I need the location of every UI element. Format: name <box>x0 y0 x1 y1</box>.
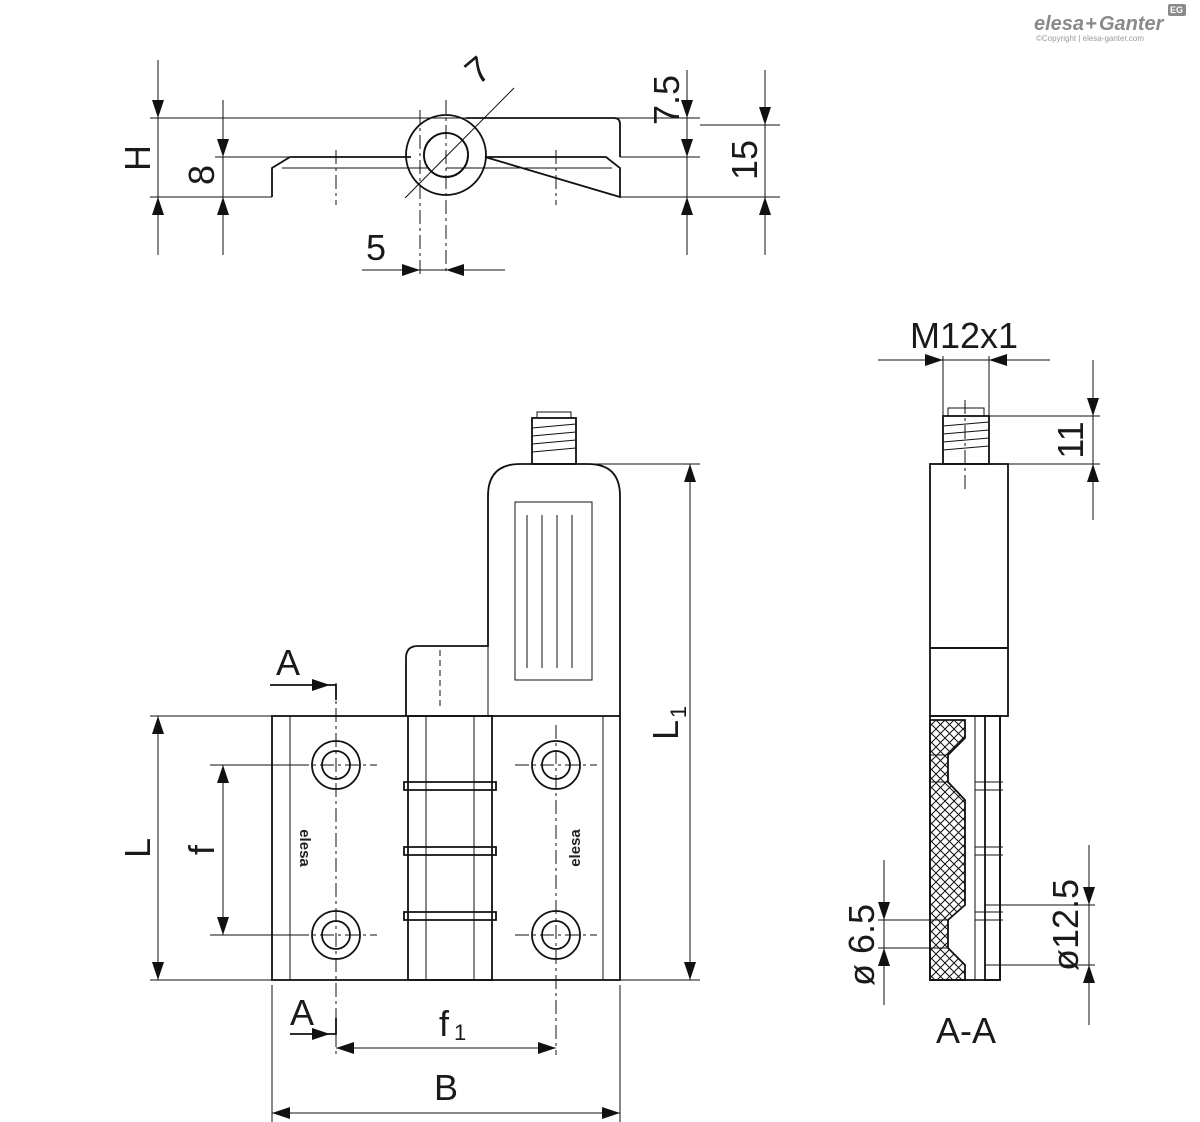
badge-icon <box>1168 4 1186 16</box>
label-axis-offset: 5 <box>366 227 386 268</box>
brand-separator: + <box>1085 13 1097 35</box>
hatched-section <box>929 719 966 981</box>
label-body-thickness: 8 <box>181 165 222 185</box>
label-leaf-thickness: 7.5 <box>646 75 687 125</box>
label-thread-length: 11 <box>1050 421 1091 458</box>
label-thread: M12x1 <box>910 315 1018 356</box>
label-hole-diameter: ø 6.5 <box>841 904 882 986</box>
section-title: A-A <box>936 1010 996 1051</box>
label-hole-spacing: f <box>439 1003 450 1044</box>
badge-text: EG <box>1170 5 1183 15</box>
section-marker-top: A <box>276 642 300 683</box>
section-view: M12x1 11 ø 6.5 ø12.5 A-A <box>841 315 1100 1051</box>
label-overall-length: L <box>645 720 686 740</box>
label-pin-diameter: 7 <box>457 48 499 92</box>
brand-logo: elesa + Ganter EG ©Copyright | elesa-gan… <box>1034 4 1186 43</box>
label-length: L <box>117 838 158 858</box>
label-overall-length-sub: 1 <box>666 706 691 718</box>
label-height: H <box>117 145 158 171</box>
label-hole-spacing-sub: 1 <box>454 1020 466 1045</box>
front-view: elesa elesa A A L f L 1 f <box>117 411 700 1122</box>
brand-secondary: Ganter <box>1099 13 1165 35</box>
section-marker-bottom: A <box>290 992 314 1033</box>
leaf-marking-right: elesa <box>567 829 584 867</box>
label-width: B <box>434 1067 458 1108</box>
label-total-thickness: 15 <box>724 140 765 180</box>
top-view: H 8 7.5 15 7 5 <box>117 48 780 276</box>
leaf-marking-left: elesa <box>296 829 313 867</box>
brand-primary: elesa <box>1034 13 1084 35</box>
label-counterbore-diameter: ø12.5 <box>1045 879 1086 971</box>
mounting-hole-icon <box>311 740 581 960</box>
label-hole-pitch: f <box>181 844 222 855</box>
copyright-text: ©Copyright | elesa-ganter.com <box>1036 34 1144 43</box>
